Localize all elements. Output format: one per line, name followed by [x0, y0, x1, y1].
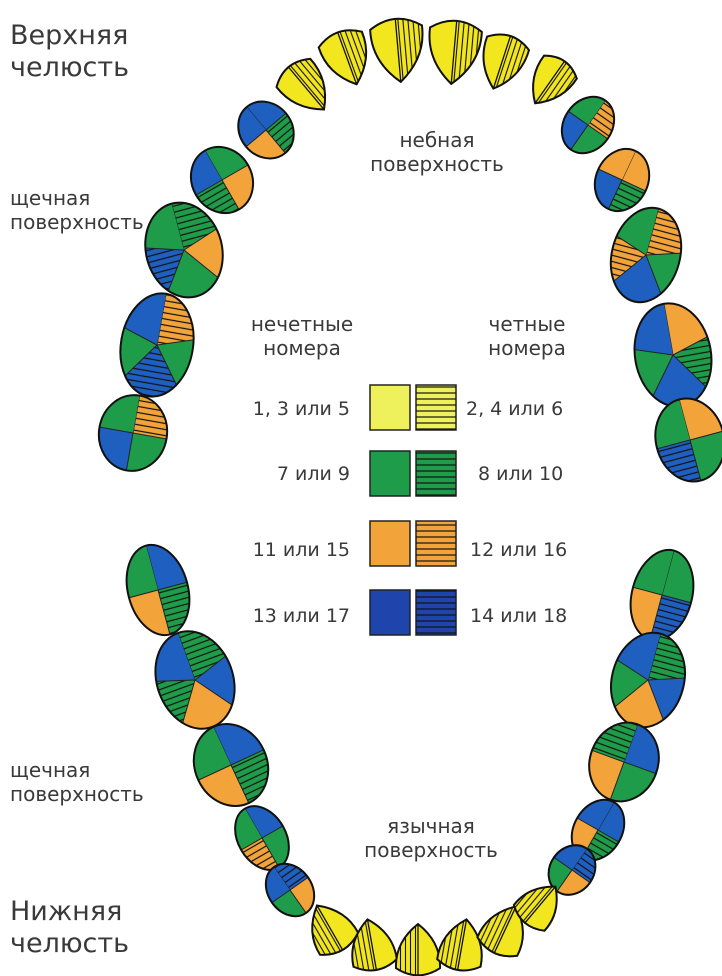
upper-jaw-line-1: Верхняя	[10, 20, 129, 52]
legend-odd-3: 11 или 15	[236, 539, 350, 562]
lingual-surface-label: язычная поверхность	[356, 814, 506, 862]
buccal-surface-lower-label: щечная поверхность	[10, 758, 144, 806]
buccal-upper-line-2: поверхность	[10, 210, 144, 234]
legend-swatch-hatch-2	[416, 451, 456, 496]
buccal-surface-upper-label: щечная поверхность	[10, 186, 144, 234]
legend-odd-1: 1, 3 или 5	[236, 398, 350, 421]
legend-odd-4: 13 или 17	[236, 605, 350, 628]
even-header-line-1: четные	[462, 312, 592, 336]
legend-swatch-solid-4	[370, 590, 410, 635]
even-header-line-2: номера	[462, 336, 592, 360]
lower-jaw-line-1: Нижняя	[10, 896, 129, 928]
upper-jaw-label: Верхняя челюсть	[10, 20, 129, 85]
buccal-lower-line-1: щечная	[10, 758, 144, 782]
palatal-line-1: небная	[362, 128, 512, 152]
upper-incisor-3	[368, 6, 432, 94]
lingual-line-2: поверхность	[356, 838, 506, 862]
even-numbers-header: четные номера	[462, 312, 592, 360]
buccal-upper-line-1: щечная	[10, 186, 144, 210]
legend-swatch-hatch-1	[416, 385, 456, 430]
legend-swatch-hatch-3	[416, 521, 456, 566]
lower-jaw-label: Нижняя челюсть	[10, 896, 129, 961]
legend-even-1: 2, 4 или 6	[466, 398, 563, 421]
legend-odd-2: 7 или 9	[236, 463, 350, 486]
odd-numbers-header: нечетные номера	[232, 312, 372, 360]
legend-even-4: 14 или 18	[470, 605, 567, 628]
palatal-surface-label: небная поверхность	[362, 128, 512, 176]
odd-header-line-2: номера	[232, 336, 372, 360]
legend-swatch-solid-1	[370, 385, 410, 430]
upper-jaw-line-2: челюсть	[10, 52, 129, 84]
legend-swatch-solid-2	[370, 451, 410, 496]
legend-even-2: 8 или 10	[478, 463, 563, 486]
upper-incisor-4	[424, 8, 488, 96]
odd-header-line-1: нечетные	[232, 312, 372, 336]
lower-jaw-line-2: челюсть	[10, 928, 129, 960]
lower-incisor-3	[392, 916, 440, 976]
legend-swatch-solid-3	[370, 521, 410, 566]
palatal-line-2: поверхность	[362, 152, 512, 176]
buccal-lower-line-2: поверхность	[10, 782, 144, 806]
legend-swatch-hatch-4	[416, 590, 456, 635]
legend-even-3: 12 или 16	[470, 539, 567, 562]
lingual-line-1: язычная	[356, 814, 506, 838]
